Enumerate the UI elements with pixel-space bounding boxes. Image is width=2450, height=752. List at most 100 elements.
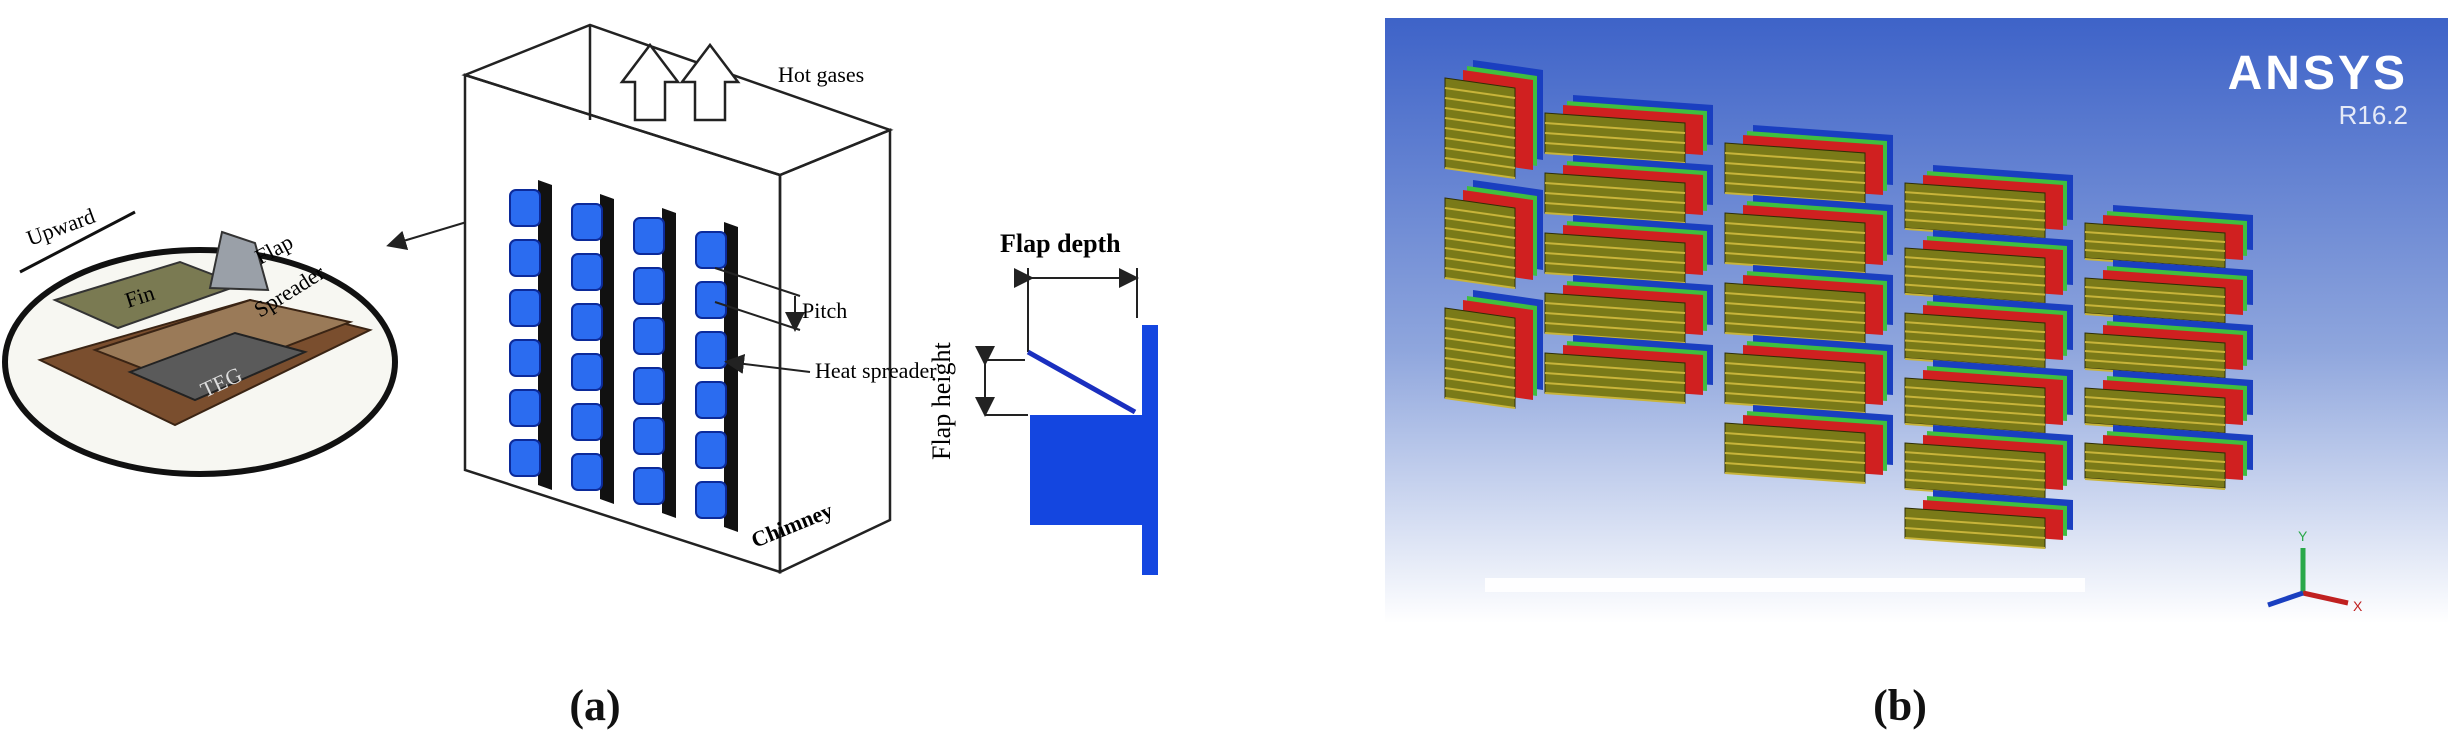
fin <box>571 303 603 341</box>
fin-block <box>1444 60 1543 179</box>
mesh-line <box>1904 469 2046 482</box>
upward-arrow <box>19 210 136 274</box>
mesh-line <box>1904 330 2046 343</box>
mesh-line <box>1544 372 1686 384</box>
mesh-line <box>1444 327 1516 339</box>
fin-block <box>1544 155 1713 224</box>
fin <box>571 453 603 491</box>
fin-block <box>2084 315 2253 380</box>
fin-block <box>1724 335 1893 414</box>
mesh-line <box>2084 350 2226 362</box>
mesh-line <box>1544 322 1686 334</box>
fin <box>633 267 665 305</box>
mesh-line <box>1904 256 2046 269</box>
fin <box>509 339 541 377</box>
fin <box>571 353 603 391</box>
fin <box>509 189 541 227</box>
mesh-line <box>1724 322 1866 334</box>
mesh-line <box>2084 286 2226 298</box>
mesh-line <box>1544 122 1686 134</box>
mesh-line <box>1444 277 1516 289</box>
fin <box>695 431 727 469</box>
fin <box>509 389 541 427</box>
hot-gases-label: Hot gases <box>778 62 864 87</box>
mesh-line <box>2084 304 2226 316</box>
mesh-line <box>1724 382 1866 394</box>
mesh-line <box>1724 222 1866 234</box>
mesh-line <box>1724 242 1866 254</box>
mesh-line <box>1724 372 1866 384</box>
mesh-line <box>1904 265 2046 278</box>
fin-block <box>1444 180 1543 289</box>
upward-label: Upward <box>23 203 98 251</box>
mesh-line <box>1544 392 1686 404</box>
mesh-line <box>1544 312 1686 324</box>
fin-block <box>1724 265 1893 344</box>
fin-block <box>1724 195 1893 274</box>
mesh-line <box>1544 132 1686 144</box>
fin <box>571 403 603 441</box>
fin-block <box>1544 335 1713 404</box>
axis-y-label: Y <box>2298 528 2308 544</box>
mesh-line <box>2084 469 2226 481</box>
mesh-line <box>1724 462 1866 474</box>
mesh-line <box>1904 218 2046 231</box>
mesh-line <box>1544 192 1686 204</box>
mesh-line <box>1904 537 2046 549</box>
mesh-line <box>1444 347 1516 359</box>
ansys-viewport: ANSYS R16.2 Y X <box>1385 18 2448 623</box>
mesh-line <box>1444 207 1516 219</box>
fin <box>633 417 665 455</box>
mesh-line <box>1444 217 1516 229</box>
mesh-line <box>1904 339 2046 352</box>
mesh-line <box>1904 348 2046 361</box>
fin <box>509 289 541 327</box>
spreader-column <box>662 208 676 518</box>
mesh-line <box>1724 452 1866 464</box>
mesh-line <box>1724 442 1866 454</box>
mesh-line <box>1444 337 1516 349</box>
fin <box>695 331 727 369</box>
mesh-line <box>2084 295 2226 307</box>
mesh-line <box>2084 414 2226 426</box>
fin-block <box>1724 125 1893 204</box>
hot-gas-arrows <box>619 42 741 122</box>
mesh-line <box>1444 357 1516 369</box>
fin <box>695 231 727 269</box>
mesh-line <box>2084 341 2226 353</box>
fin <box>633 217 665 255</box>
mesh-line <box>1444 377 1516 389</box>
mesh-line <box>1904 209 2046 222</box>
mesh-line <box>1724 172 1866 184</box>
mesh-line <box>2084 231 2226 243</box>
mesh-line <box>1904 386 2046 399</box>
fin-block <box>1544 215 1713 284</box>
mesh-line <box>1544 302 1686 314</box>
mesh-line <box>1724 252 1866 264</box>
fin <box>571 253 603 291</box>
mesh-line <box>1444 267 1516 279</box>
fin-array-mesh <box>1444 60 2253 592</box>
caption-b: (b) <box>1873 681 1927 730</box>
mesh-line <box>1904 200 2046 213</box>
mesh-line <box>1724 302 1866 314</box>
fin-block <box>1904 360 2073 435</box>
fin-block <box>1904 490 2073 549</box>
mesh-line <box>1904 191 2046 204</box>
fin <box>695 481 727 519</box>
spreader-column <box>724 222 738 532</box>
mesh-line <box>1444 137 1516 149</box>
fin-block <box>1724 405 1893 484</box>
mesh-line <box>1444 257 1516 269</box>
mesh-line <box>1904 395 2046 408</box>
mesh-line <box>1724 362 1866 374</box>
axis-triad-icon: Y X <box>2267 528 2363 614</box>
mesh-line <box>1444 117 1516 129</box>
mesh-line <box>1544 362 1686 374</box>
fin-block <box>2084 205 2253 270</box>
heat-spreader-leader <box>724 354 811 374</box>
mesh-line <box>1904 274 2046 287</box>
mesh-line <box>1904 413 2046 426</box>
mesh-line <box>1544 382 1686 394</box>
mesh-line <box>1904 478 2046 491</box>
